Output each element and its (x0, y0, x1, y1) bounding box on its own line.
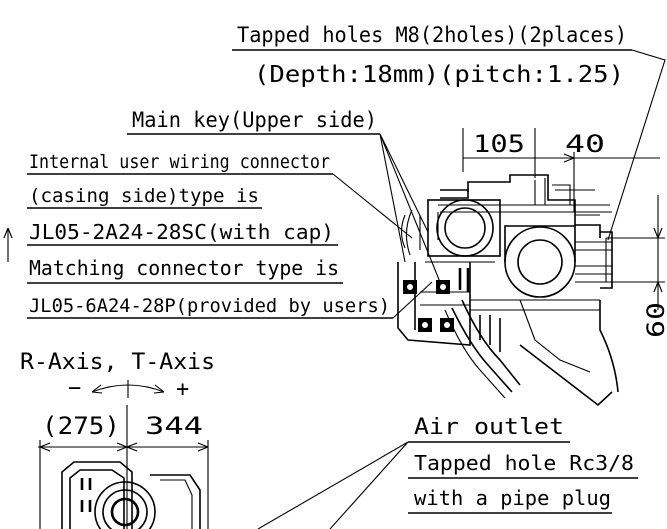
matching-connector-line1: Matching connector type is (29, 256, 339, 280)
leader-air-outlet (257, 441, 409, 529)
internal-wiring-line2: (casing side)type is (29, 185, 259, 207)
dimension-40: 40 (565, 130, 605, 158)
tapped-hole-rc-label: Tapped hole Rc3/8 (414, 451, 634, 475)
main-key-label: Main key(Upper side) (132, 108, 377, 132)
edge-arrow (3, 227, 13, 262)
dimension-60: 60 (642, 302, 667, 338)
dim-bottom-arrows (39, 442, 209, 452)
minus-sign: − (68, 376, 81, 401)
dim-60-arrow-top (653, 227, 663, 239)
dim-40-arrow (563, 153, 575, 163)
matching-connector-line2: JL05-6A24-28P(provided by users) (29, 295, 390, 317)
rotation-view-drawing (61, 461, 201, 529)
plus-sign: + (176, 377, 189, 402)
internal-wiring-line1: Internal user wiring connector (29, 151, 330, 173)
dimension-275: (275) (42, 412, 120, 440)
air-outlet-label: Air outlet (414, 415, 564, 440)
leader-matching-connector (392, 281, 433, 319)
depth-pitch-label: (Depth:18mm)(pitch:1.25) (254, 62, 624, 88)
leader-internal-connector (332, 173, 413, 239)
internal-wiring-line3: JL05-2A24-28SC(with cap) (29, 220, 334, 244)
dimension-105: 105 (473, 130, 525, 158)
leader-main-key (379, 133, 441, 283)
rotation-arrow-right (153, 384, 165, 394)
dim-60-arrow-bottom (653, 281, 663, 293)
axis-label: R-Axis, T-Axis (20, 350, 215, 375)
leader-tapped-holes (607, 49, 666, 241)
pipe-plug-label: with a pipe plug (414, 486, 611, 510)
dimension-344: 344 (145, 412, 203, 440)
rotation-arrow-left (91, 384, 103, 394)
robot-wrist-drawing (397, 174, 619, 407)
tapped-holes-m8-label: Tapped holes M8(2holes)(2places) (237, 23, 627, 47)
